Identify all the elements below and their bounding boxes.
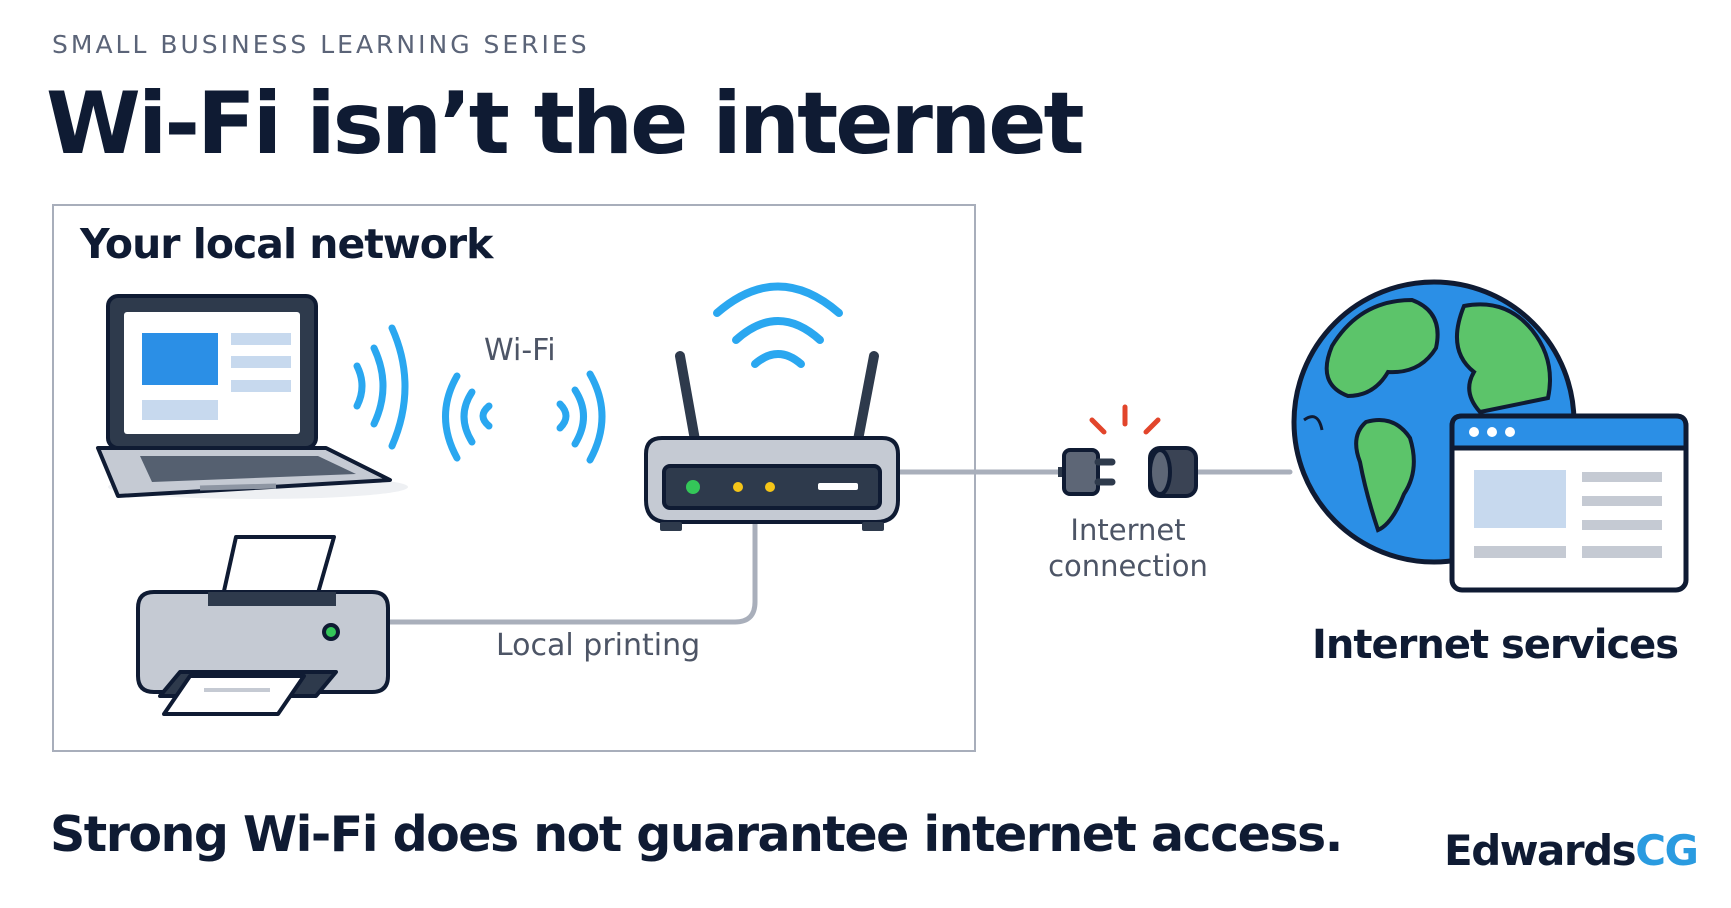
series-label: SMALL BUSINESS LEARNING SERIES <box>52 30 590 59</box>
browser-window-icon <box>1449 413 1689 593</box>
local-printing-label: Local printing <box>496 628 701 663</box>
router-icon <box>644 351 900 531</box>
tagline: Strong Wi-Fi does not guarantee internet… <box>50 806 1343 863</box>
logo-cg: CG <box>1635 826 1699 875</box>
local-network-box <box>52 204 976 752</box>
disconnect-alert-icon <box>1089 404 1161 435</box>
internet-connection-label: Internet connection <box>1022 512 1234 584</box>
laptop-icon <box>96 294 408 499</box>
internet-connection-line-1: Internet <box>1070 513 1186 547</box>
local-network-label: Your local network <box>80 220 493 268</box>
logo-edwards: Edwards <box>1444 826 1637 875</box>
printer-cable <box>385 519 758 625</box>
router-wifi-icon <box>713 282 843 368</box>
edwardscg-logo: EdwardsCG <box>1444 826 1699 875</box>
internet-services-label: Internet services <box>1312 622 1679 668</box>
wifi-label: Wi-Fi <box>484 333 556 368</box>
socket-icon <box>1148 446 1198 498</box>
page-title: Wi-Fi isn’t the internet <box>46 74 1085 174</box>
printer-icon <box>136 535 390 716</box>
plug-icon <box>1058 448 1116 496</box>
cables <box>385 469 1293 625</box>
internet-connection-line-2: connection <box>1048 549 1208 583</box>
wifi-waves-icon <box>353 324 606 464</box>
